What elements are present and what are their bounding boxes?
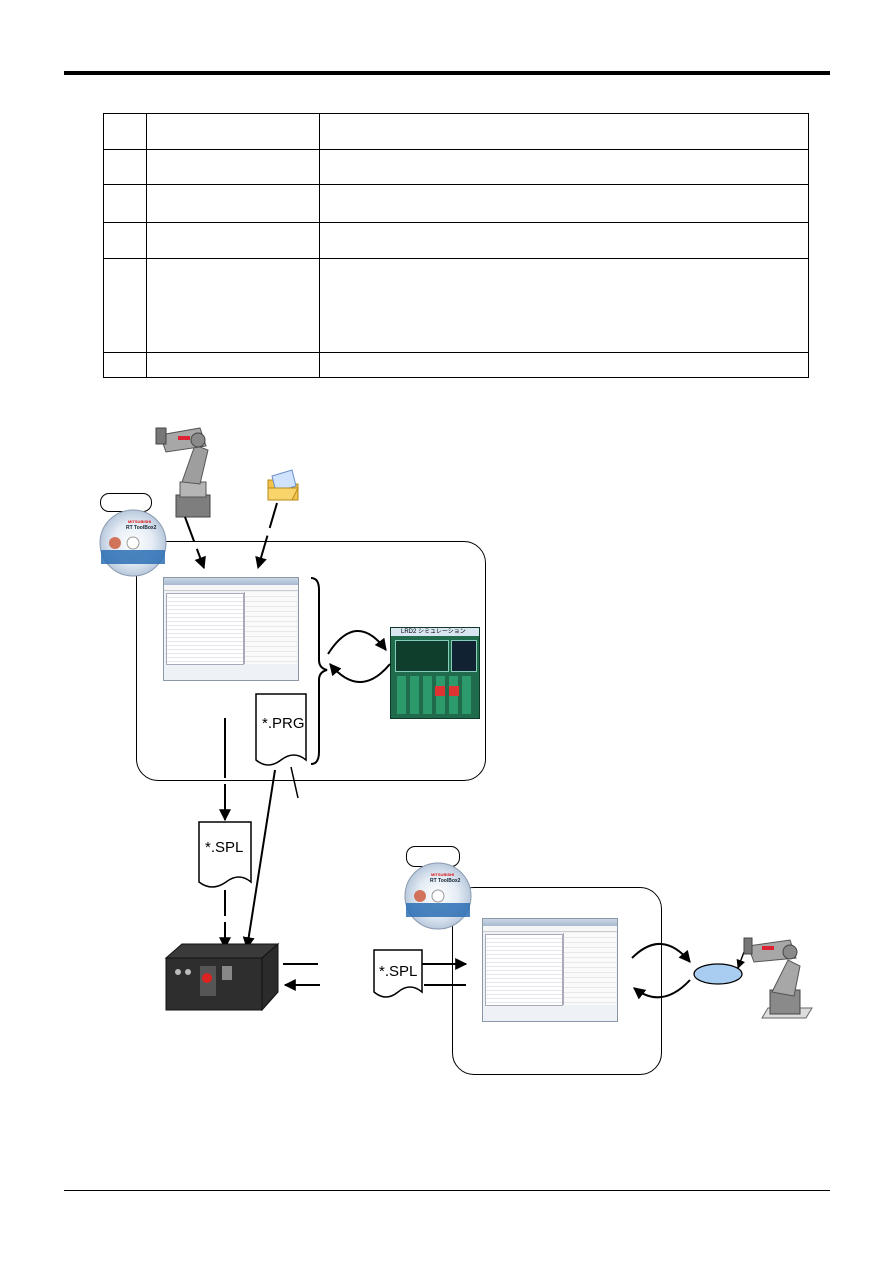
robot-controller-icon	[164, 942, 280, 1012]
robot-arm-icon	[155, 427, 211, 518]
table-cell	[146, 352, 320, 378]
table-cell	[103, 258, 147, 353]
cd-title: RT ToolBox2	[126, 525, 157, 531]
table-cell	[319, 352, 809, 378]
table-cell	[103, 149, 147, 185]
folder-icon	[267, 469, 299, 501]
table-cell	[319, 184, 809, 223]
toolbox-window-upper	[163, 577, 299, 681]
simulation-window: LRD2 シミュレーション	[390, 627, 480, 719]
table-row	[103, 258, 809, 353]
arrow	[633, 979, 691, 1000]
arrow	[327, 630, 387, 655]
spl-file-label: *.SPL	[379, 963, 417, 980]
table-row	[103, 149, 809, 185]
arrow	[631, 942, 691, 963]
arrow	[242, 769, 276, 950]
arrow	[184, 516, 206, 570]
cd-icon: MITSUBISHI RT ToolBox2	[404, 862, 472, 930]
table-cell	[146, 113, 320, 150]
spl-document-icon: *.SPL	[373, 949, 423, 998]
spl-document-icon: *.SPL	[198, 821, 252, 888]
arrow	[329, 663, 391, 683]
cd-brand: MITSUBISHI	[128, 519, 151, 524]
spec-table	[103, 113, 809, 378]
prg-file-label: *.PRG	[262, 715, 305, 732]
toolbox-window-lower	[482, 918, 618, 1022]
pc-panel-upper	[136, 541, 486, 781]
table-row	[103, 184, 809, 223]
header-rule	[64, 71, 830, 75]
robot-arm-icon	[743, 937, 813, 1019]
leader-line	[290, 766, 299, 799]
table-cell	[146, 149, 320, 185]
table-row	[103, 352, 809, 378]
cd-brand: MITSUBISHI	[431, 872, 454, 877]
cd-title: RT ToolBox2	[430, 878, 461, 884]
table-cell	[103, 184, 147, 223]
arrow	[255, 502, 278, 570]
cd-icon: MITSUBISHI RT ToolBox2	[99, 509, 167, 577]
table-cell	[146, 258, 320, 353]
prg-document-icon: *.PRG	[255, 693, 307, 766]
brace	[310, 577, 328, 765]
table-cell	[319, 258, 809, 353]
table-cell	[146, 184, 320, 223]
pc-panel-lower	[452, 887, 662, 1075]
arrow	[736, 951, 746, 969]
workpiece-shape	[693, 963, 743, 985]
simulation-window-title: LRD2 シミュレーション	[391, 628, 479, 636]
spl-file-label: *.SPL	[205, 839, 243, 856]
footer-rule	[64, 1190, 830, 1191]
